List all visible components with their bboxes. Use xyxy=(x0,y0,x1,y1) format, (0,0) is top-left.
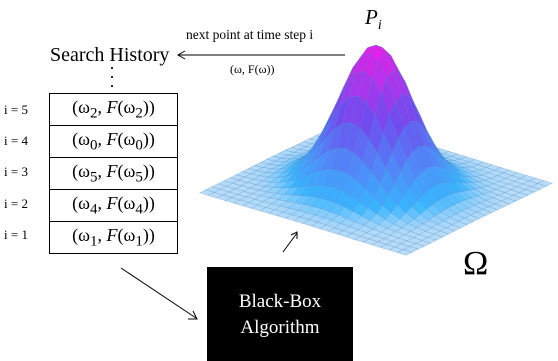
search-history-title: Search History xyxy=(50,44,170,66)
surface-mesh-cell xyxy=(396,249,413,256)
history-row-label: i = 1 xyxy=(4,226,28,242)
history-ellipsis: ··· xyxy=(109,58,115,96)
history-row-label: i = 5 xyxy=(4,102,28,117)
search-history-table: (ω2, F(ω2))(ω0, F(ω0))(ω5, F(ω5))(ω4, F(… xyxy=(49,93,178,254)
history-cell: (ω0, F(ω0)) xyxy=(49,125,178,158)
arrow-label-point-value: (ω, F(ω)) xyxy=(230,62,275,76)
history-cell: (ω5, F(ω5)) xyxy=(49,157,178,190)
arrowhead-history-to-box xyxy=(188,310,198,320)
arrow-box-to-surface xyxy=(282,232,298,253)
point-index: 2 xyxy=(90,105,98,122)
point-index: 4 xyxy=(90,201,98,218)
history-row: (ω5, F(ω5)) xyxy=(49,157,178,190)
history-row: (ω2, F(ω2)) xyxy=(49,93,178,126)
value-index: 0 xyxy=(135,137,143,154)
arrowhead-box-to-surface xyxy=(290,231,298,239)
domain-omega-label: Ω xyxy=(463,245,489,282)
arrow-label-next-point: next point at time step i xyxy=(186,27,314,42)
algorithm-line-1: Black-Box xyxy=(238,291,322,312)
point-index: 0 xyxy=(90,137,98,154)
value-index: 2 xyxy=(135,105,143,122)
history-cell: (ω4, F(ω4)) xyxy=(49,189,178,222)
arrow-history-to-box xyxy=(120,267,197,319)
history-row-label: i = 2 xyxy=(4,195,28,211)
history-row-label: i = 4 xyxy=(4,133,28,149)
history-cell: (ω1, F(ω1)) xyxy=(49,221,178,254)
algorithm-line-2: Algorithm xyxy=(240,317,320,338)
point-index: 1 xyxy=(90,233,98,250)
peak-point-label: Pi xyxy=(365,5,382,34)
history-row: (ω0, F(ω0)) xyxy=(49,125,178,158)
value-index: 5 xyxy=(135,169,143,186)
peak-point-subscript: i xyxy=(377,18,382,34)
black-box-algorithm: Black-Box Algorithm xyxy=(207,267,353,361)
history-row: (ω1, F(ω1)) xyxy=(49,221,178,254)
history-row-label: i = 3 xyxy=(4,164,28,180)
history-cell: (ω2, F(ω2)) xyxy=(49,93,178,126)
arrowhead-to-history xyxy=(176,50,186,60)
peak-point-letter: P xyxy=(365,5,378,29)
history-row: (ω4, F(ω4)) xyxy=(49,189,178,222)
value-index: 4 xyxy=(135,201,143,218)
point-index: 5 xyxy=(90,169,98,186)
value-index: 1 xyxy=(135,233,143,250)
